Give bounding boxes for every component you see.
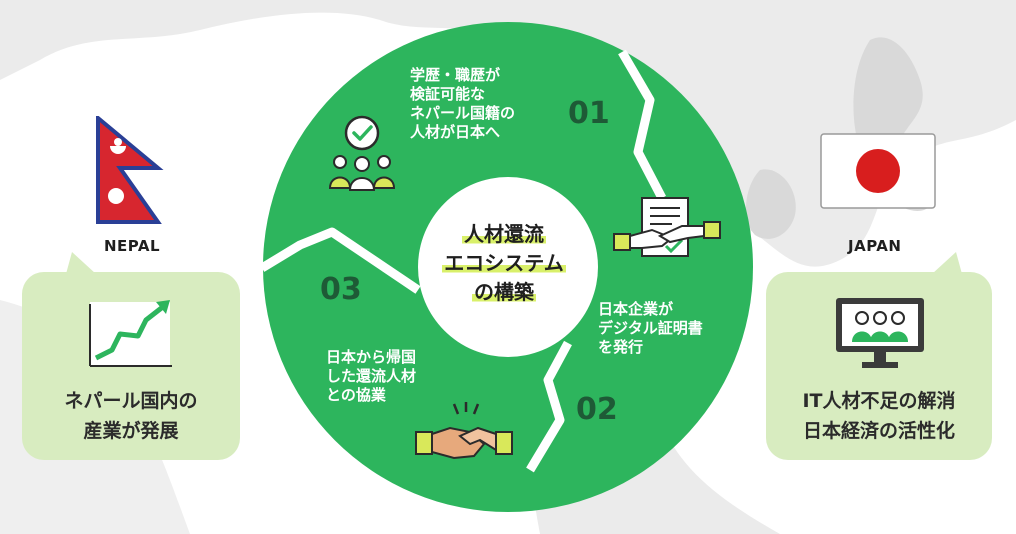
step-01-number: 01	[568, 96, 610, 131]
divider-left	[259, 227, 421, 294]
divider-bottom	[526, 340, 572, 473]
bubble-tail	[66, 252, 96, 274]
japan-bubble-text: IT人材不足の解消 日本経済の活性化	[802, 390, 956, 442]
step-01-text: 学歴・職歴が 検証可能な ネパール国籍の 人材が日本へ	[410, 66, 516, 141]
japan-flag-icon	[820, 133, 936, 209]
divider-top	[618, 49, 666, 201]
bubble-tail	[932, 252, 962, 274]
contract-handshake-icon	[613, 197, 721, 257]
people-check-icon	[328, 115, 396, 191]
nepal-label: NEPAL	[104, 237, 161, 255]
video-meeting-icon	[836, 298, 924, 368]
step-03-number: 03	[320, 272, 362, 307]
nepal-flag-icon	[96, 116, 164, 224]
nepal-bubble: ネパール国内の 産業が発展	[22, 252, 240, 460]
growth-chart-icon	[89, 300, 172, 367]
korea-peninsula	[745, 169, 796, 239]
nepal-bubble-text: ネパール国内の 産業が発展	[64, 390, 198, 442]
handshake-icon	[415, 402, 513, 460]
center-title: 人材還流 エコシステム の構築	[442, 222, 566, 304]
step-02-number: 02	[576, 392, 618, 427]
step-02-text: 日本企業が デジタル証明書 を発行	[598, 300, 703, 356]
step-03-text: 日本から帰国 した還流人材 との協業	[326, 348, 417, 404]
japan-bubble: IT人材不足の解消 日本経済の活性化	[766, 252, 992, 460]
japan-label: JAPAN	[848, 237, 902, 255]
